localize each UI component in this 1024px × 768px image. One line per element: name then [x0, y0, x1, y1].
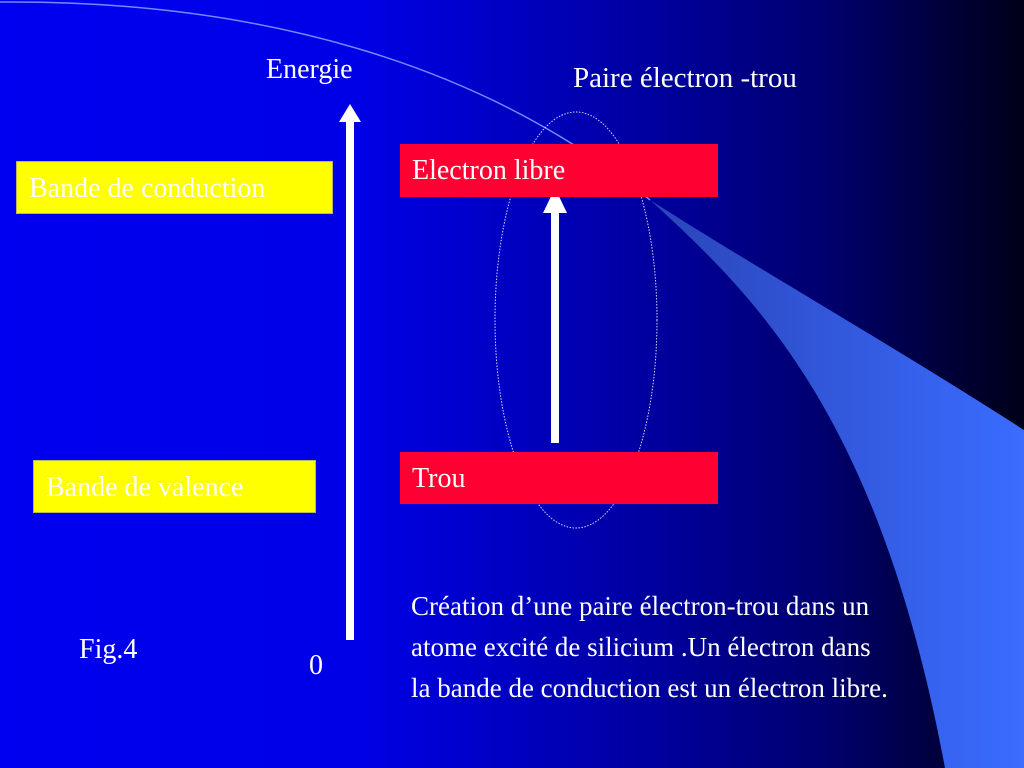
pair-ellipse [494, 111, 658, 529]
free-electron-level: Electron libre [400, 144, 718, 197]
hole-label: Trou [412, 463, 466, 494]
figure-label: Fig.4 [79, 634, 138, 665]
energy-axis-arrow [339, 104, 361, 640]
conduction-band-label: Bande de conduction [29, 173, 266, 204]
valence-band-label: Bande de valence [46, 472, 244, 503]
hole-level: Trou [400, 452, 718, 504]
excitation-arrow [543, 188, 567, 443]
free-electron-label: Electron libre [412, 155, 566, 186]
caption-line: Création d’une paire électron-trou dans … [411, 591, 870, 621]
caption-line: la bande de conduction est un électron l… [411, 673, 888, 703]
conduction-band-box: Bande de conduction [16, 161, 333, 214]
valence-band-box: Bande de valence [33, 460, 316, 513]
caption-line: atome excité de silicium .Un électron da… [411, 632, 871, 662]
pair-title: Paire électron -trou [573, 62, 797, 94]
axis-origin-label: 0 [309, 650, 323, 681]
energy-axis-label: Energie [266, 54, 353, 85]
caption: Création d’une paire électron-trou dans … [411, 586, 888, 709]
